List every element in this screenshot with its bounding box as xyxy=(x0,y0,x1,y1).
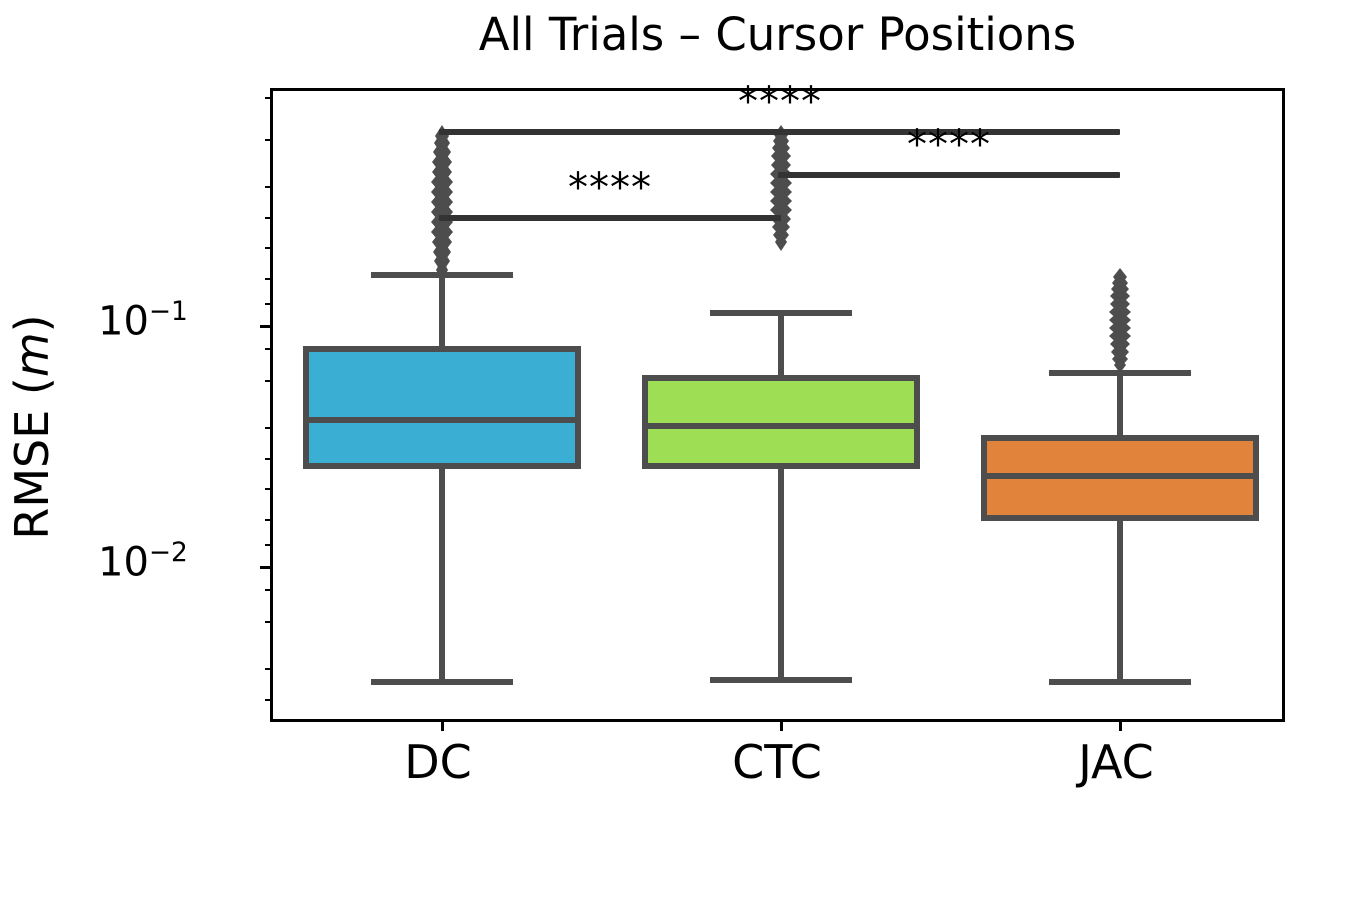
significance-bar-ctc-jac xyxy=(778,172,1120,178)
y-tick-label-1e-2: 10−2 xyxy=(98,537,188,585)
x-tick-label-jac: JAC xyxy=(1078,735,1154,789)
page-title: All Trials – Cursor Positions xyxy=(478,8,1077,61)
median-line-dc xyxy=(303,417,581,423)
whisker-cap-high-ctc xyxy=(710,310,852,316)
y-tick-base: 10 xyxy=(98,298,149,345)
significance-stars-dc-jac: **** xyxy=(738,79,822,125)
y-tick-exponent: −2 xyxy=(148,537,188,568)
y-tick-major xyxy=(260,325,273,328)
y-tick-minor xyxy=(265,488,273,490)
y-tick-minor xyxy=(265,217,273,219)
y-tick-minor xyxy=(265,427,273,429)
y-tick-base: 10 xyxy=(98,539,149,586)
y-tick-exponent: −1 xyxy=(148,296,188,327)
y-axis-label: RMSE (m) xyxy=(5,207,59,647)
y-tick-minor xyxy=(265,544,273,546)
y-tick-minor xyxy=(265,519,273,521)
y-tick-minor xyxy=(265,278,273,280)
y-tick-minor xyxy=(265,348,273,350)
significance-bar-dc-jac xyxy=(439,129,1120,135)
median-line-ctc xyxy=(642,423,920,429)
plot-area: **** **** **** xyxy=(260,79,1285,731)
whisker-cap-low-dc xyxy=(371,679,513,685)
whisker-cap-low-jac xyxy=(1049,679,1191,685)
significance-stars-ctc-jac: **** xyxy=(907,122,991,168)
x-tick-dc xyxy=(441,719,444,731)
whisker-ctc xyxy=(778,313,784,680)
y-tick-minor xyxy=(265,699,273,701)
y-tick-minor xyxy=(265,589,273,591)
y-tick-minor xyxy=(265,621,273,623)
whisker-dc xyxy=(439,275,445,682)
y-tick-major xyxy=(260,566,273,569)
y-axis-label-prefix: RMSE ( xyxy=(5,377,59,540)
significance-bar-dc-ctc xyxy=(439,215,781,221)
outlier-markers-ctc xyxy=(770,125,792,251)
box-ctc[interactable] xyxy=(642,375,920,469)
y-tick-minor xyxy=(265,380,273,382)
x-tick-label-dc: DC xyxy=(404,735,472,789)
y-tick-minor xyxy=(265,303,273,305)
y-axis-label-suffix: ) xyxy=(5,314,59,333)
significance-stars-dc-ctc: **** xyxy=(568,165,652,211)
y-tick-minor xyxy=(265,458,273,460)
y-tick-minor xyxy=(265,97,273,99)
x-tick-jac xyxy=(1119,719,1122,731)
x-tick-ctc xyxy=(780,719,783,731)
outlier-markers-jac xyxy=(1109,268,1131,373)
outlier-markers-dc xyxy=(431,125,453,281)
median-line-jac xyxy=(981,473,1259,479)
y-axis-label-unit: m xyxy=(5,332,59,378)
x-tick-label-ctc: CTC xyxy=(732,735,822,789)
y-tick-minor xyxy=(265,139,273,141)
whisker-cap-low-ctc xyxy=(710,677,852,683)
y-tick-minor xyxy=(265,186,273,188)
y-tick-label-1e-1: 10−1 xyxy=(98,296,188,344)
whisker-jac xyxy=(1117,373,1123,682)
y-tick-minor xyxy=(265,247,273,249)
box-dc[interactable] xyxy=(303,346,581,469)
y-tick-minor xyxy=(265,668,273,670)
plot-inner: **** **** **** xyxy=(260,79,1282,731)
